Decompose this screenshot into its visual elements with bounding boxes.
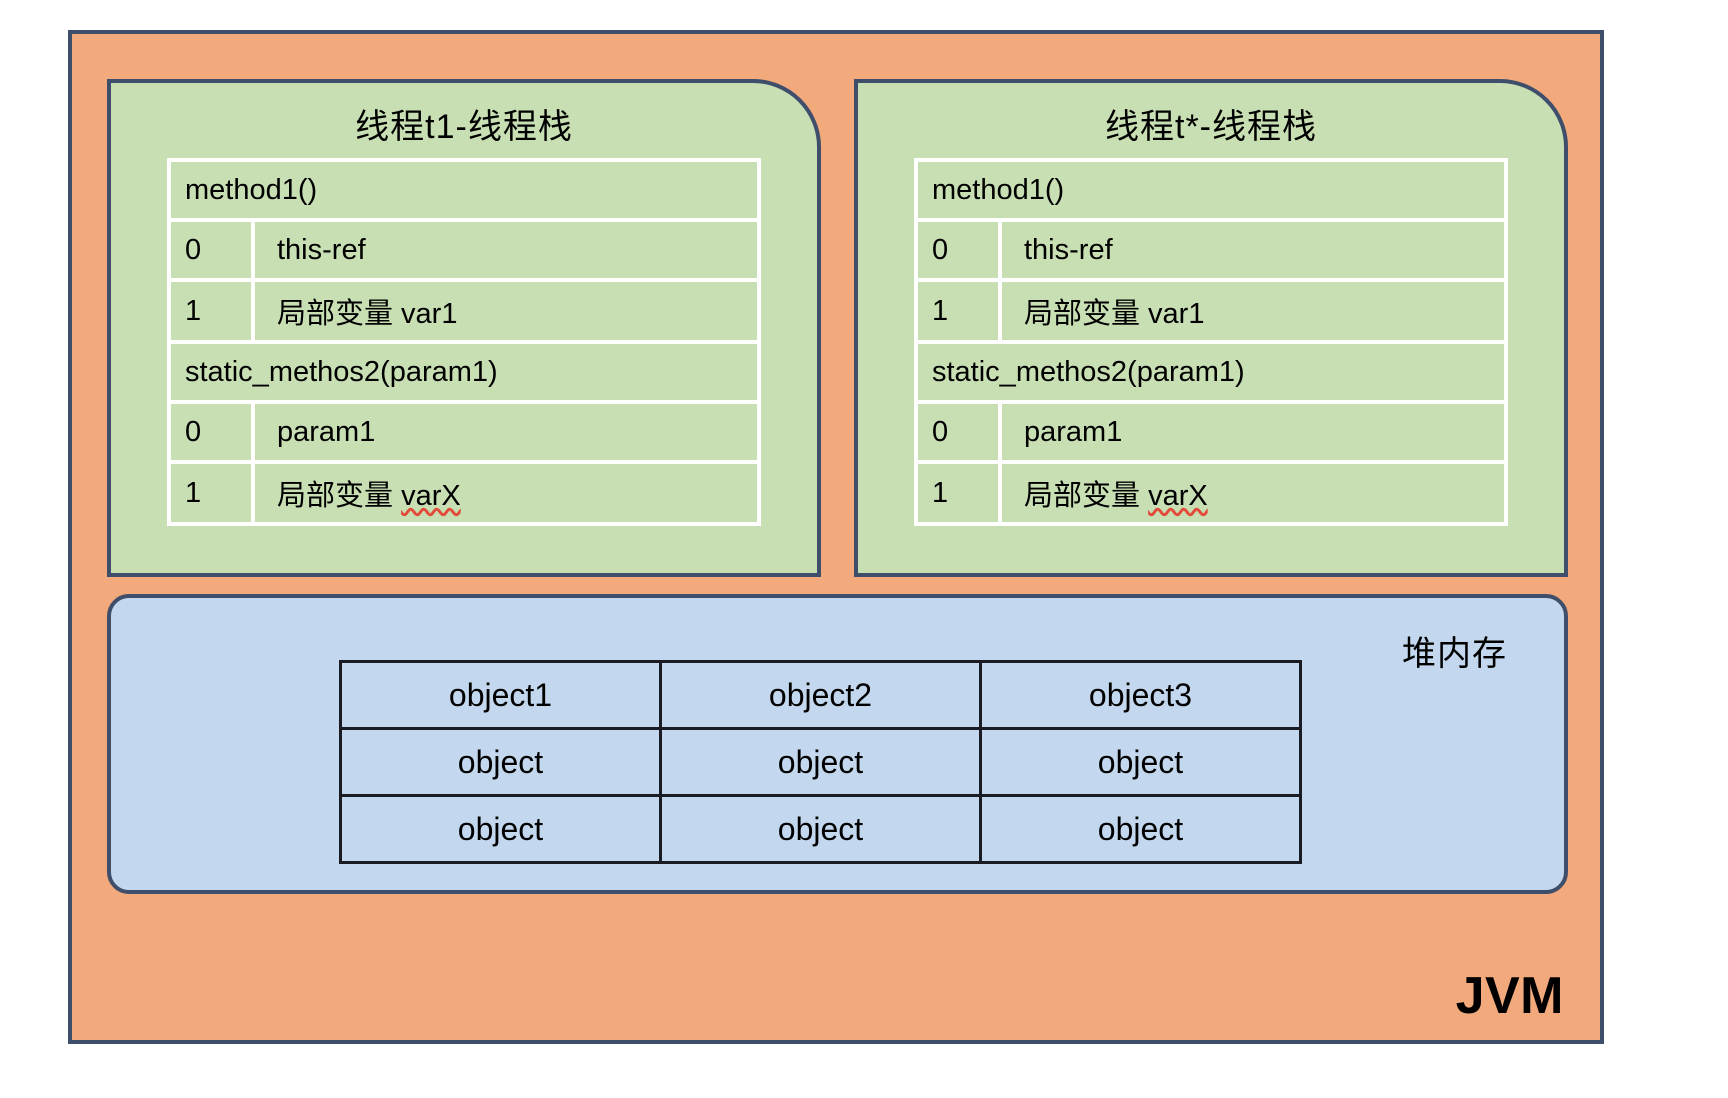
heap-label: 堆内存 [1402, 635, 1507, 673]
heap-row: object1 object2 object3 [339, 660, 1302, 730]
thread-stack-title: 线程t1-线程栈 [355, 108, 573, 146]
slot-value: 局部变量 varX [1002, 464, 1504, 522]
slot-row: 1 局部变量 var1 [171, 282, 757, 345]
jvm-container: 线程t1-线程栈 method1() 0 this-ref 1 局部变量 var… [68, 30, 1604, 1044]
misspelled-token: varX [1148, 480, 1208, 513]
slot-row: 0 param1 [918, 404, 1504, 465]
slot-index: 1 [171, 464, 255, 523]
heap-cell: object [659, 727, 982, 797]
slot-value: 局部变量 varX [255, 464, 757, 522]
slot-value-text: 局部变量 [277, 480, 402, 513]
heap-cell: object1 [339, 660, 662, 730]
frame-header-row: static_methos2(param1) [171, 344, 757, 405]
slot-row: 1 局部变量 varX [918, 464, 1504, 523]
heap-row: object object object [339, 727, 1302, 797]
slot-value: this-ref [1002, 222, 1504, 283]
heap-row: object object object [339, 794, 1302, 864]
slot-value: param1 [255, 404, 757, 465]
slot-index: 0 [171, 222, 255, 283]
heap-cell: object3 [979, 660, 1302, 730]
frame-name: static_methos2(param1) [918, 344, 1504, 405]
frame-name: method1() [918, 162, 1504, 223]
heap-cell: object [659, 794, 982, 864]
slot-value: this-ref [255, 222, 757, 283]
misspelled-token: varX [401, 480, 461, 513]
jvm-label: JVM [1455, 967, 1564, 1025]
slot-row: 1 局部变量 var1 [918, 282, 1504, 345]
slot-row: 0 param1 [171, 404, 757, 465]
heap-cell: object [339, 794, 662, 864]
slot-index: 0 [918, 222, 1002, 283]
heap-cell: object2 [659, 660, 982, 730]
slot-index: 0 [171, 404, 255, 465]
slot-value: param1 [1002, 404, 1504, 465]
slot-value-text: 局部变量 [1024, 480, 1149, 513]
slot-row: 1 局部变量 varX [171, 464, 757, 523]
heap-object-table: object1 object2 object3 object object ob… [339, 660, 1302, 864]
thread-stack-panel: 线程t*-线程栈 method1() 0 this-ref 1 局部变量 var… [854, 79, 1568, 577]
stack-frame-table: method1() 0 this-ref 1 局部变量 var1 static_… [167, 158, 761, 527]
heap-panel: 堆内存 object1 object2 object3 object objec… [107, 594, 1568, 894]
frame-header-row: method1() [918, 162, 1504, 223]
slot-value: 局部变量 var1 [1002, 282, 1504, 345]
heap-cell: object [979, 727, 1302, 797]
frame-name: static_methos2(param1) [171, 344, 757, 405]
slot-row: 0 this-ref [918, 222, 1504, 283]
slot-index: 0 [918, 404, 1002, 465]
frame-header-row: static_methos2(param1) [918, 344, 1504, 405]
slot-index: 1 [918, 282, 1002, 345]
thread-stack-title: 线程t*-线程栈 [1105, 108, 1317, 146]
heap-cell: object [339, 727, 662, 797]
slot-index: 1 [171, 282, 255, 345]
slot-value: 局部变量 var1 [255, 282, 757, 345]
heap-cell: object [979, 794, 1302, 864]
frame-header-row: method1() [171, 162, 757, 223]
slot-index: 1 [918, 464, 1002, 523]
thread-stack-panel: 线程t1-线程栈 method1() 0 this-ref 1 局部变量 var… [107, 79, 821, 577]
frame-name: method1() [171, 162, 757, 223]
stack-frame-table: method1() 0 this-ref 1 局部变量 var1 static_… [914, 158, 1508, 527]
slot-row: 0 this-ref [171, 222, 757, 283]
